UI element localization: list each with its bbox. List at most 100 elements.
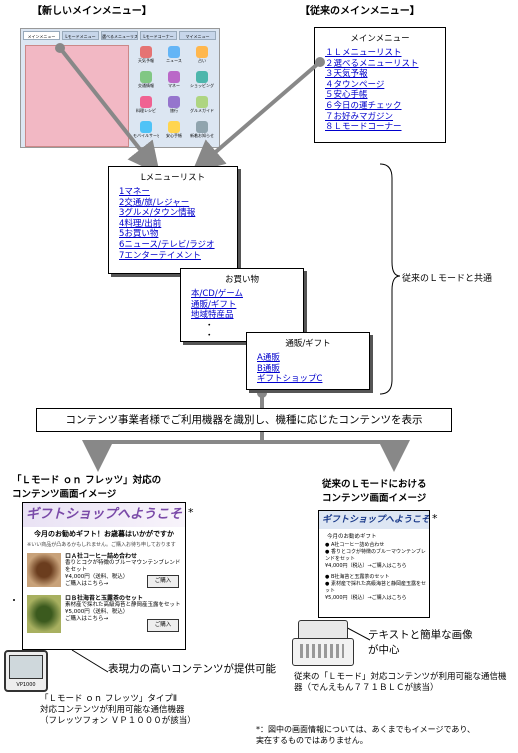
buy-button-1[interactable]: ご購入 [147, 575, 179, 588]
new-menu-icon-tile[interactable]: 交通情報 [133, 70, 159, 94]
right-heading: 今月のお勧めギフト [327, 534, 377, 540]
gift-item[interactable]: B通販 [257, 363, 280, 374]
lmenu-item[interactable]: 3グルメ/タウン情報 [119, 208, 196, 219]
new-menu-tab[interactable]: Lモードメニュー [62, 31, 99, 40]
old-menu-item[interactable]: ６今日の運チェック [325, 100, 402, 111]
phone-screen [9, 655, 43, 679]
product1-more[interactable]: ご購入はこちら→ [65, 581, 109, 587]
denemon-phone-icon [292, 616, 354, 666]
new-menu-icon-tile[interactable]: 旅行 [161, 95, 187, 119]
right-content-screen: ギフトショップへようこそ 今月のお勧めギフト ● A社コーヒー詰め合わせ ● 香… [318, 510, 430, 618]
lmenu-item[interactable]: 5お買い物 [119, 229, 159, 240]
left-banner: ギフトショップへようこそ [23, 503, 185, 527]
new-menu-tab[interactable]: 選べるメニューリスト [101, 31, 138, 40]
menu-icon-label: マネー [168, 83, 180, 88]
shopping-item[interactable]: 通販/ギフト [191, 299, 237, 310]
product1-title: ロＡ社コーヒー詰め合わせ [65, 553, 138, 560]
menu-icon [196, 71, 208, 83]
menu-icon-label: 旅行 [170, 108, 178, 113]
left-panel-title-1: 「Ｌモード ｏｎ フレッツ」対応の [12, 475, 162, 486]
new-menu-icon-tile[interactable]: 料理レシピ [133, 95, 159, 119]
gift-item[interactable]: A通販 [257, 353, 280, 363]
right-star: * [432, 512, 438, 525]
lmenu-item[interactable]: 2交通/旅/レジャー [119, 197, 190, 208]
left-content-screen: ギフトショップへようこそ 今月のお勧めギフト！お歳暮はいかがですか ※いい商品が… [22, 502, 186, 650]
menu-icon [168, 71, 180, 83]
right-caption: テキストと簡単な画像が中心 [368, 629, 473, 656]
new-menu-header: 【新しいメインメニュー】 [32, 6, 152, 17]
menu-icon [196, 96, 208, 108]
pink-area [25, 45, 129, 147]
menu-icon-label: グルメガイド [190, 108, 214, 113]
old-menu-item[interactable]: ３天気予報 [325, 69, 368, 80]
product2-more[interactable]: ご購入はこちら→ [65, 616, 109, 622]
old-menu-item[interactable]: １Ｌメニューリスト [325, 48, 402, 58]
right-line: ● A社コーヒー詰め合わせ [325, 542, 385, 548]
menu-icon-label: 安心手帳 [166, 133, 182, 138]
menu-icon [168, 96, 180, 108]
vp1000-phone-icon: VP1000 [4, 650, 48, 692]
lmenu-item[interactable]: 1マネー [119, 187, 150, 197]
new-menu-icon-tile[interactable]: 占い [189, 45, 215, 69]
new-menu-icon-tile[interactable]: ニュース [161, 45, 187, 69]
product2-text: ロＢ社海苔と玉露茶のセット 素材産で採れた高級海苔と静岡産玉露をセット ¥5,0… [65, 595, 181, 623]
lmenu-item[interactable]: 6ニュース/テレビ/ラジオ [119, 239, 215, 250]
lmenu-item[interactable]: 4料理/出前 [119, 218, 162, 229]
right-banner: ギフトショップへようこそ [319, 511, 429, 529]
menu-icon-label: 占い [198, 58, 206, 63]
old-menu-item[interactable]: ８Ｌモードコーナー [325, 122, 402, 133]
shopping-item[interactable]: 地域特産品 [191, 310, 234, 321]
new-menu-icon-tile[interactable]: 安心手帳 [161, 120, 187, 144]
menu-icon-label: 交通情報 [138, 83, 154, 88]
new-menu-tab[interactable]: メインメニュー [23, 31, 60, 40]
right-lines: ● A社コーヒー詰め合わせ ● 香りとコクが特徴のブルーマウンテンブレンドをセッ… [319, 542, 429, 602]
lmenu-item[interactable]: 7エンターテイメント [119, 250, 201, 261]
old-main-menu-box: メインメニュー １Ｌメニューリスト ２選べるメニューリスト ３天気予報 ４タウン… [314, 27, 446, 143]
shopping-item[interactable]: 本/CD/ゲーム [191, 289, 243, 299]
right-line[interactable]: ¥4,000円（税込）→ご購入はこちら [325, 563, 407, 569]
old-menu-item[interactable]: ４タウンページ [325, 79, 385, 90]
buy-button-2[interactable]: ご購入 [147, 619, 179, 632]
menu-icon [140, 46, 152, 58]
menu-icon-label: ニュース [166, 58, 182, 63]
right-panel-title-2: コンテンツ画面イメージ [322, 493, 427, 504]
arrow-new-to-list [55, 43, 160, 175]
new-menu-icon-tile[interactable]: ショッピング [189, 70, 215, 94]
product2-desc: 素材産で採れた高級海苔と静岡産玉露をセット [65, 602, 181, 608]
ellipsis-dot: ・ [205, 320, 214, 331]
new-menu-icon-tile[interactable]: グルメガイド [189, 95, 215, 119]
new-menu-icon-tile[interactable]: 天気予報 [133, 45, 159, 69]
product2-image [27, 595, 61, 633]
menu-icon [140, 96, 152, 108]
menu-icon-label: ショッピング [190, 83, 214, 88]
brace-label: 従来のＬモードと共通 [402, 274, 493, 284]
menu-icon [168, 46, 180, 58]
right-line: ● 素材産で採れた高級海苔と静岡産玉露をセット [325, 581, 426, 594]
menu-icon-label: 天気予報 [138, 58, 154, 63]
product1-price: ¥4,000円（送料、税込） [65, 574, 129, 580]
product2-price: ¥5,000円（送料、税込） [65, 609, 129, 615]
menu-icon [140, 121, 152, 133]
new-menu-icon-tile[interactable]: マネー [161, 70, 187, 94]
lmenu-title: Lメニューリスト [140, 173, 206, 183]
gift-item[interactable]: ギフトショップC [257, 374, 323, 385]
old-menu-item[interactable]: ７お好みマガジン [325, 111, 394, 122]
old-menu-item[interactable]: ５安心手帳 [325, 90, 368, 101]
old-menu-item[interactable]: ２選べるメニューリスト [325, 58, 419, 69]
new-menu-tab[interactable]: Lモードコーナー [140, 31, 177, 40]
new-menu-icon-tile[interactable]: モバイルサービス [133, 120, 159, 144]
left-panel-title-2: コンテンツ画面イメージ [12, 489, 117, 500]
menu-icon-label: 料理レシピ [136, 108, 156, 113]
new-menu-icon-tile[interactable]: 新着お知らせ [189, 120, 215, 144]
footnote: *：図中の画面情報については、あくまでもイメージであり、 実在するものではありま… [256, 725, 476, 745]
menu-icon-label: 新着お知らせ [190, 133, 214, 138]
new-menu-tab[interactable]: マイメニュー [179, 31, 216, 40]
product2-title: ロＢ社海苔と玉露茶のセット [65, 595, 144, 602]
menu-icon [140, 71, 152, 83]
ellipsis-dot: ・ [205, 331, 214, 342]
lmenu-list-box: Lメニューリスト 1マネー 2交通/旅/レジャー 3グルメ/タウン情報 4料理/… [108, 166, 238, 274]
right-line[interactable]: ¥5,000円（税込）→ご購入はこちら [325, 595, 407, 601]
old-menu-title: メインメニュー [350, 34, 410, 44]
